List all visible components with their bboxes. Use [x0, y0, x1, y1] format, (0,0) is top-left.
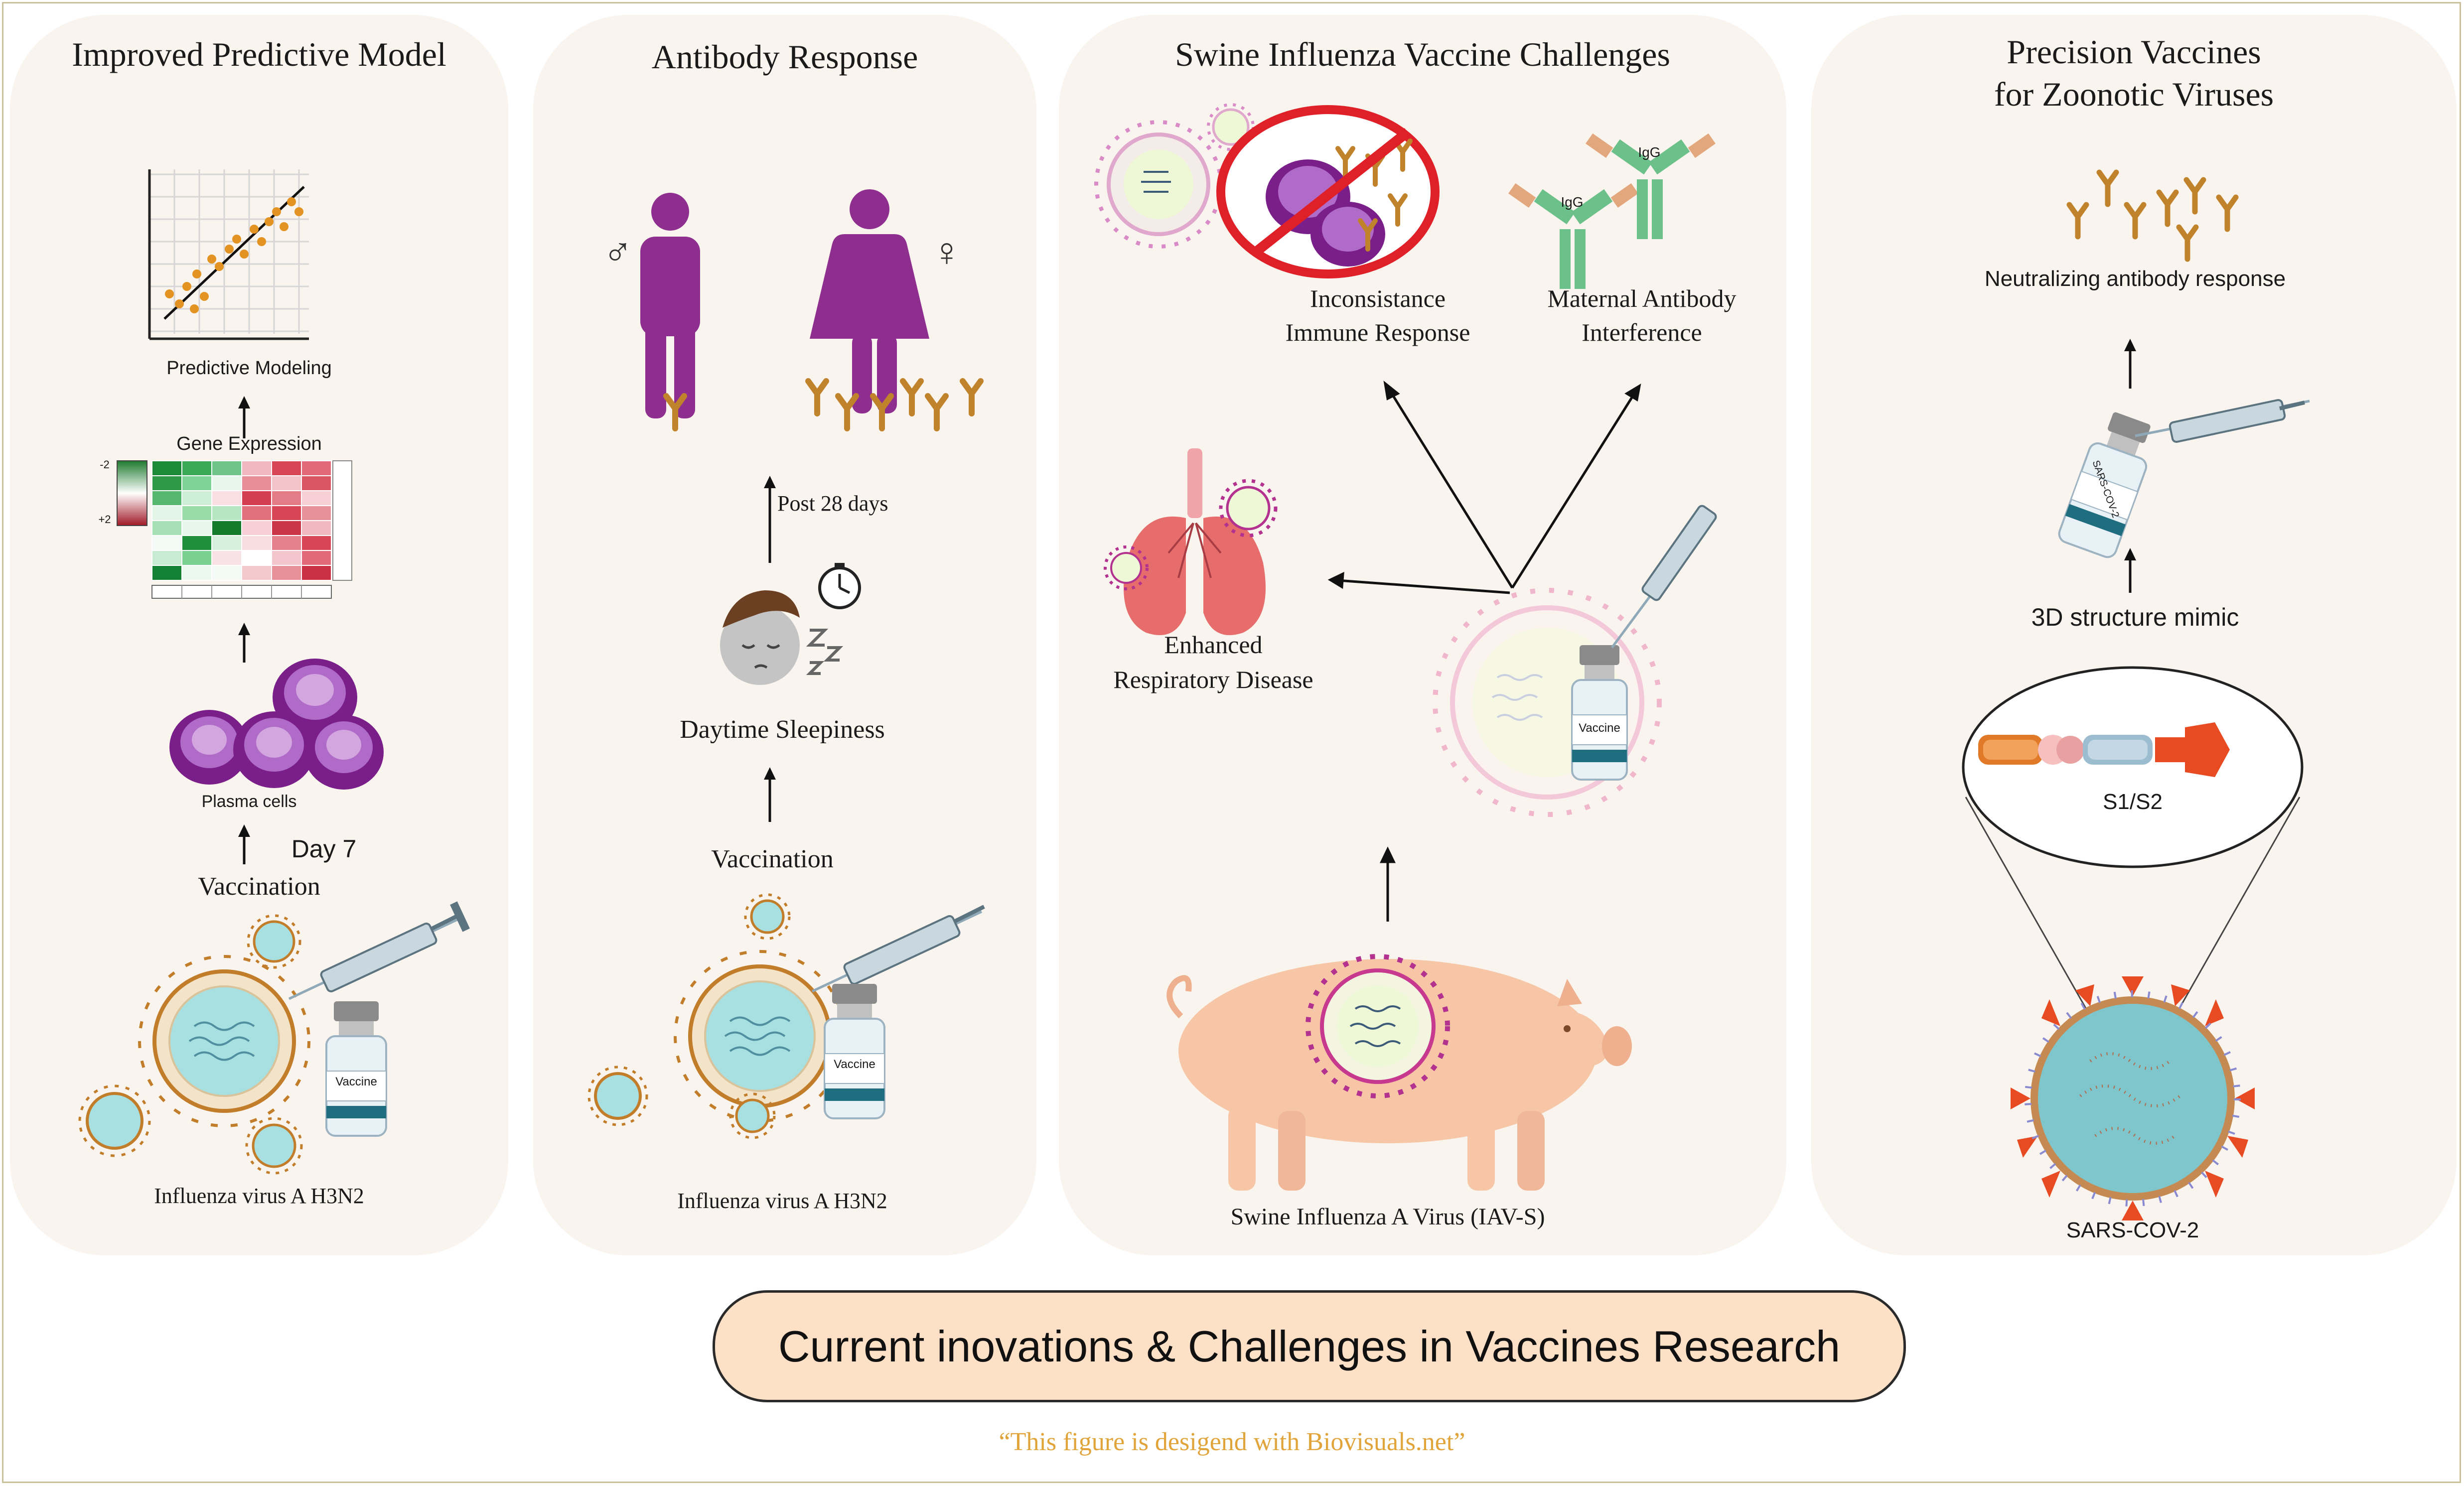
vaccination-label: Vaccination [198, 872, 320, 901]
respiratory-disease-label-line2: Respiratory Disease [1113, 666, 1313, 693]
scale-bottom-label: +2 [98, 513, 111, 526]
vaccination-label: Vaccination [711, 845, 834, 873]
influenza-virus-icon [78, 914, 310, 1175]
panel-swine-influenza: Swine Influenza Vaccine Challenges [1059, 15, 1786, 1255]
panel-2-graphics [587, 189, 985, 1139]
zzz-icon [806, 629, 844, 675]
scatter-plot-icon [148, 169, 309, 340]
gene-expression-label: Gene Expression [176, 433, 322, 454]
day-7-label: Day 7 [291, 835, 357, 863]
panel-3-graphics [1094, 103, 1717, 1191]
sars-cov-2-virus-icon [2011, 976, 2255, 1220]
panel-title-line2: for Zoonotic Viruses [1994, 75, 2274, 113]
antibody-icons [663, 378, 984, 431]
panel-antibody-response: Antibody Response [533, 15, 1036, 1255]
igg-antibody-icons [1508, 133, 1716, 289]
3d-structure-mimic-label: 3D structure mimic [2031, 603, 2239, 631]
virus-icon [1094, 103, 1255, 249]
female-symbol: ♀ [932, 230, 962, 274]
sleepy-face-icon [720, 590, 800, 685]
predictive-modeling-label: Predictive Modeling [166, 358, 332, 379]
panel-title-line1: Precision Vaccines [2007, 33, 2261, 71]
respiratory-disease-label-line1: Enhanced [1164, 631, 1263, 659]
scale-top-label: -2 [100, 458, 110, 471]
panel-1-graphics [78, 169, 470, 1175]
influenza-virus-label: Influenza virus A H3N2 [677, 1189, 887, 1213]
spike-protein-icon [1978, 722, 2230, 777]
sars-cov-2-label: SARS-COV-2 [2066, 1218, 2199, 1242]
panel-4-graphics [1962, 169, 2310, 1220]
igg-label: IgG [1561, 194, 1584, 210]
panel-precision-vaccines: Precision Vaccines for Zoonotic Viruses [1811, 15, 2457, 1255]
vial-label: Vaccine [1579, 721, 1620, 735]
neutralizing-antibody-label: Neutralizing antibody response [1984, 267, 2286, 291]
maternal-antibody-label-line2: Interference [1582, 318, 1702, 346]
male-symbol: ♂ [603, 230, 633, 274]
igg-label: IgG [1638, 144, 1661, 160]
pig-icon [1166, 954, 1632, 1191]
gene-expression-heatmap [117, 460, 352, 599]
antibody-icons [2066, 169, 2239, 262]
panel-title: Antibody Response [651, 38, 918, 76]
plasma-cells-label: Plasma cells [201, 792, 297, 811]
swine-influenza-label: Swine Influenza A Virus (IAV-S) [1230, 1204, 1545, 1230]
panel-title: Improved Predictive Model [72, 35, 446, 73]
syringe-icon [288, 901, 470, 1000]
daytime-sleepiness-label: Daytime Sleepiness [680, 715, 885, 744]
vial-label: Vaccine [834, 1058, 875, 1071]
vaccine-vial-icon [824, 984, 885, 1119]
swine-virus-with-vaccine-icon [1433, 505, 1717, 817]
panel-predictive-model: Improved Predictive Model [10, 15, 508, 1255]
panel-title: Swine Influenza Vaccine Challenges [1175, 35, 1670, 73]
s1-s2-label: S1/S2 [2103, 790, 2163, 814]
clock-icon [818, 563, 861, 609]
plasma-cells-icon [169, 659, 384, 790]
influenza-virus-label: Influenza virus A H3N2 [154, 1184, 364, 1208]
credit-text: “This figure is desigend with Biovisuals… [999, 1428, 1465, 1456]
lungs-icon [1104, 448, 1278, 635]
inconsistency-label-line1: Inconsistance [1309, 284, 1446, 312]
zoom-ellipse [1962, 666, 2304, 868]
vaccine-vial-icon [325, 1001, 387, 1137]
inconsistency-label-line2: Immune Response [1285, 318, 1470, 346]
syringe-icon [2135, 399, 2310, 443]
male-figure-icon [640, 193, 700, 418]
vial-label: Vaccine [335, 1075, 377, 1088]
influenza-virus-icon [587, 893, 846, 1139]
post-28-days-label: Post 28 days [777, 491, 888, 516]
maternal-antibody-label-line1: Maternal Antibody [1547, 284, 1737, 312]
banner-text: Current inovations & Challenges in Vacci… [778, 1321, 1841, 1371]
sars-cov-2-vial-icon [2058, 412, 2151, 558]
syringe-icon [811, 905, 985, 993]
no-sign-icon [1216, 105, 1440, 278]
main-banner: Current inovations & Challenges in Vacci… [713, 1290, 1906, 1402]
